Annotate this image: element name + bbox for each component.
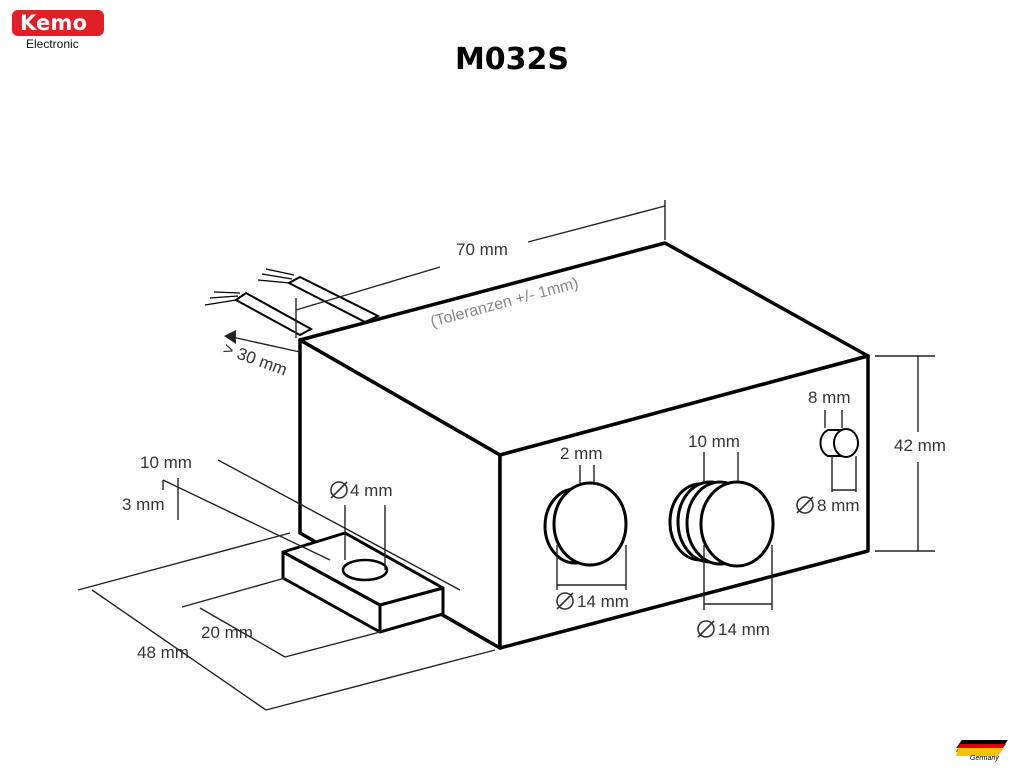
diameter-icon xyxy=(796,496,814,514)
product-title: M032S xyxy=(454,42,570,77)
led xyxy=(819,428,859,458)
label-cable-length: > 30 mm xyxy=(221,339,290,380)
label-tab-length: 20 mm xyxy=(201,623,253,642)
label-height: 42 mm xyxy=(894,436,946,455)
label-led-dia: 8 mm xyxy=(817,496,860,515)
dimension-lines xyxy=(77,200,935,711)
label-knob-left-dia: 14 mm xyxy=(577,592,629,611)
diameter-icon xyxy=(556,592,574,610)
label-knob-right-dia: 14 mm xyxy=(718,620,770,639)
label-hole: 4 mm xyxy=(350,481,393,500)
label-tab-thickness: 3 mm xyxy=(122,495,165,514)
label-tab-offset: 10 mm xyxy=(140,453,192,472)
label-led-length: 8 mm xyxy=(808,388,851,407)
knob-left xyxy=(543,481,628,567)
diameter-icon xyxy=(330,481,348,499)
label-length: 70 mm xyxy=(456,240,508,259)
diameter-icon xyxy=(697,620,715,638)
germany-flag-icon: Germany xyxy=(956,740,1008,762)
label-knob-left-rim: 2 mm xyxy=(560,444,603,463)
label-knob-right-grip: 10 mm xyxy=(688,432,740,451)
logo-subtitle: Electronic xyxy=(26,37,79,51)
logo-badge xyxy=(12,10,104,36)
germany-badge: Germany xyxy=(956,738,1014,762)
tab-hole xyxy=(341,558,389,582)
country-label: Germany xyxy=(970,755,999,762)
logo-brand-name: Kemo xyxy=(20,11,88,35)
kemo-logo: Kemo ® Electronic xyxy=(12,10,108,54)
knob-right xyxy=(668,480,775,568)
label-depth: 48 mm xyxy=(137,643,189,662)
logo-registered-mark: ® xyxy=(96,11,104,20)
